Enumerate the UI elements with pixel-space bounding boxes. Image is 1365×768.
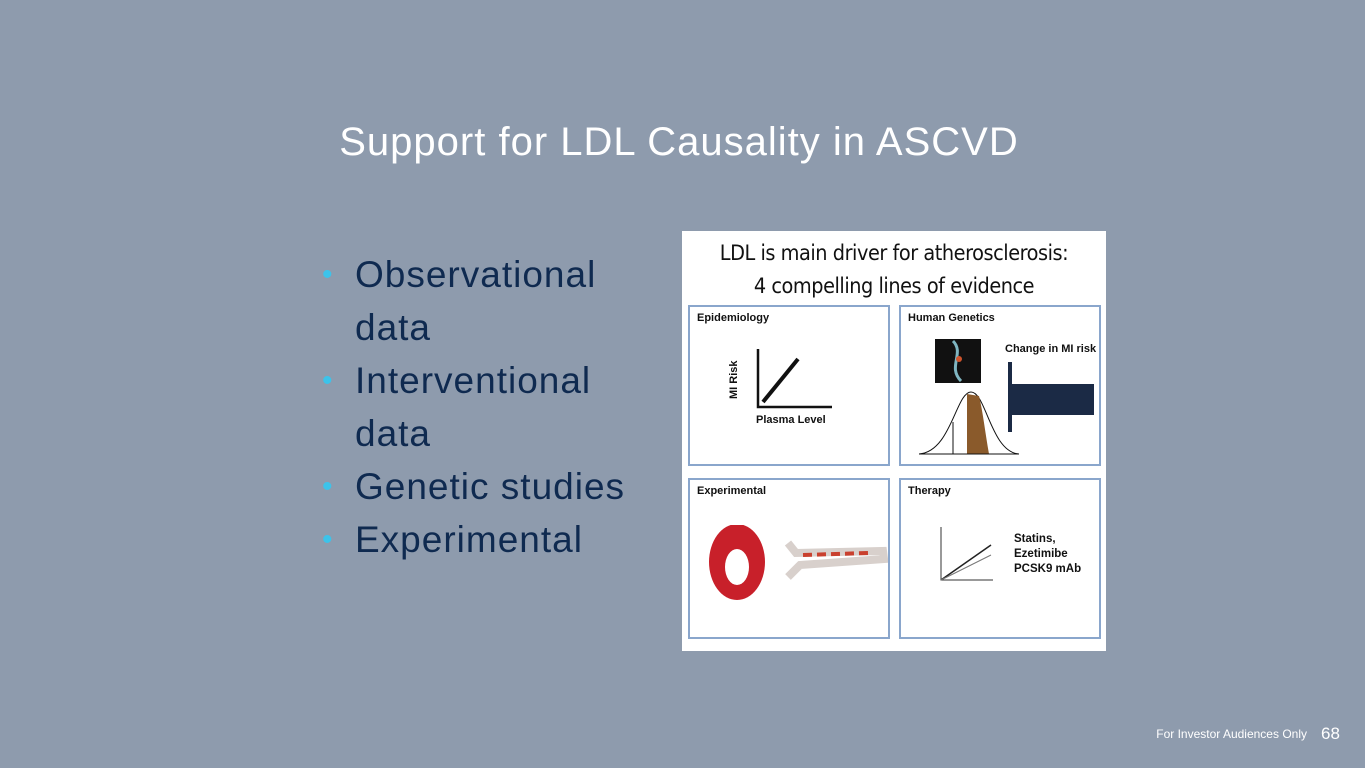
- panel-human-genetics: Human Genetics Change in MI risk: [899, 305, 1101, 466]
- bullet-item: •Interventional data: [322, 354, 642, 460]
- panel-epidemiology: Epidemiology MI Risk Plasma Level: [688, 305, 890, 466]
- bullet-item: •Observational data: [322, 248, 642, 354]
- footer-note: For Investor Audiences Only: [1156, 727, 1307, 741]
- dna-image: [935, 339, 981, 383]
- panel-experimental: Experimental: [688, 478, 890, 639]
- bullet-list: •Observational data •Interventional data…: [322, 248, 642, 566]
- mouse-aorta-image: [709, 525, 888, 600]
- bullet-dot-icon: •: [322, 470, 334, 503]
- slide-title: Support for LDL Causality in ASCVD: [339, 120, 1019, 164]
- figure-heading-2: 4 compelling lines of evidence: [753, 274, 1035, 298]
- change-in-mi-risk-label: Change in MI risk: [1005, 343, 1097, 355]
- y-axis-label: MI Risk: [728, 360, 740, 399]
- therapy-item: Ezetimibe: [1014, 548, 1068, 560]
- bullet-dot-icon: •: [322, 523, 334, 556]
- therapy-list: Statins, Ezetimibe PCSK9 mAb: [1014, 532, 1081, 577]
- figure-heading-1: LDL is main driver for atherosclerosis:: [719, 241, 1069, 265]
- panel-label: Human Genetics: [908, 312, 995, 324]
- distribution-and-bar-chart: [918, 362, 1094, 455]
- panel-label: Epidemiology: [697, 312, 770, 324]
- bullet-item: •Genetic studies: [322, 460, 642, 513]
- panel-label: Experimental: [697, 485, 767, 497]
- bullet-item: •Experimental: [322, 513, 642, 566]
- therapy-item: PCSK9 mAb: [1014, 563, 1082, 575]
- evidence-figure: LDL is main driver for atherosclerosis: …: [682, 231, 1106, 651]
- page-number: 68: [1321, 724, 1340, 743]
- bullet-dot-icon: •: [322, 258, 334, 291]
- x-axis-label: Plasma Level: [756, 414, 826, 426]
- therapy-event-chart: [940, 527, 993, 581]
- panel-therapy: Therapy Statins, Ezetimibe PCSK9 mAb: [899, 478, 1101, 639]
- panel-label: Therapy: [908, 485, 951, 497]
- therapy-item: Statins,: [1014, 533, 1056, 545]
- bullet-dot-icon: •: [322, 364, 334, 397]
- epidemiology-line-chart: [756, 349, 832, 409]
